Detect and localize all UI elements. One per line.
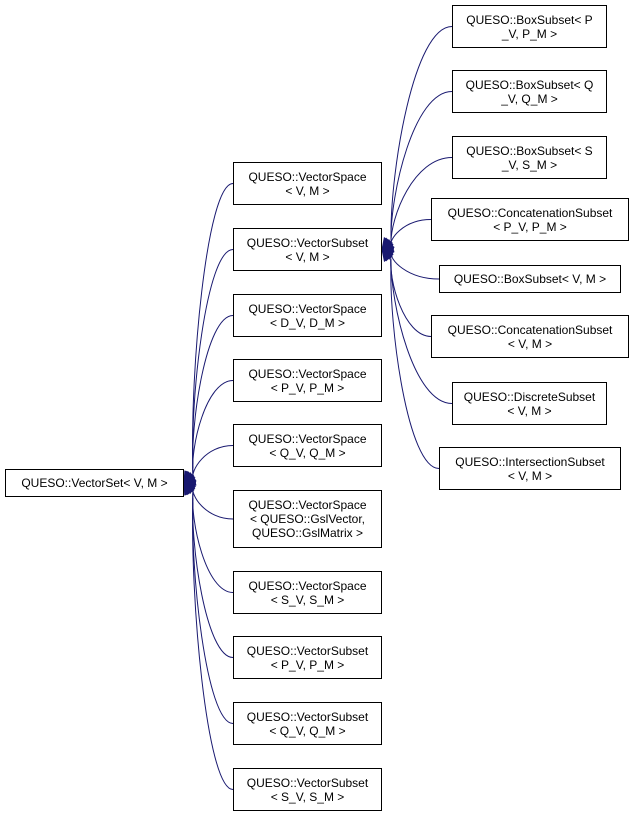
node-boxsubset-qv-qm[interactable]: QUESO::BoxSubset< Q _V, Q_M > xyxy=(452,70,607,113)
edge-box_q-to-vsub_v_m xyxy=(390,91,453,240)
edge-vs_gsl-to-vectorset xyxy=(192,485,234,520)
node-vectorspace-sv-sm[interactable]: QUESO::VectorSpace < S_V, S_M > xyxy=(233,571,382,614)
node-concatenationsubset-v-m[interactable]: QUESO::ConcatenationSubset < V, M > xyxy=(431,315,629,358)
node-vectorset: QUESO::VectorSet< V, M > xyxy=(5,469,184,497)
node-vectorspace-dv-dm-label: QUESO::VectorSpace < D_V, D_M > xyxy=(248,301,367,330)
node-vectorsubset-qv-qm[interactable]: QUESO::VectorSubset < Q_V, Q_M > xyxy=(233,702,382,745)
node-vectorspace-v-m[interactable]: QUESO::VectorSpace < V, M > xyxy=(233,162,382,205)
node-vectorset-label: QUESO::VectorSet< V, M > xyxy=(21,476,168,490)
node-boxsubset-sv-sm-label: QUESO::BoxSubset< S _V, S_M > xyxy=(466,143,593,172)
edge-box_vm-to-vsub_v_m xyxy=(390,251,440,280)
edge-inter_vm-to-vsub_v_m xyxy=(390,263,440,469)
edge-box_p-to-vsub_v_m xyxy=(390,26,453,236)
node-vectorsubset-pv-pm[interactable]: QUESO::VectorSubset < P_V, P_M > xyxy=(233,636,382,679)
arrowhead-vsub_sv_sm-to-vectorset xyxy=(183,481,194,496)
node-boxsubset-v-m-label: QUESO::BoxSubset< V, M > xyxy=(453,272,607,286)
node-discretesubset-v-m[interactable]: QUESO::DiscreteSubset < V, M > xyxy=(452,382,607,425)
node-vectorsubset-sv-sm-label: QUESO::VectorSubset < S_V, S_M > xyxy=(246,775,369,804)
node-vectorsubset-sv-sm[interactable]: QUESO::VectorSubset < S_V, S_M > xyxy=(233,768,382,811)
node-intersectionsubset-v-m[interactable]: QUESO::IntersectionSubset < V, M > xyxy=(439,447,621,490)
edge-vs_qv_qm-to-vectorset xyxy=(192,445,234,481)
node-vectorsubset-qv-qm-label: QUESO::VectorSubset < Q_V, Q_M > xyxy=(246,709,369,738)
node-boxsubset-sv-sm[interactable]: QUESO::BoxSubset< S _V, S_M > xyxy=(452,136,607,179)
node-vectorspace-qv-qm-label: QUESO::VectorSpace < Q_V, Q_M > xyxy=(248,431,367,460)
node-vectorspace-sv-sm-label: QUESO::VectorSpace < S_V, S_M > xyxy=(248,578,367,607)
edge-vs_v_m-to-vectorset xyxy=(192,183,234,465)
edge-vsub_sv_sm-to-vectorset xyxy=(192,502,234,790)
node-concatenationsubset-pv-pm-label: QUESO::ConcatenationSubset < P_V, P_M > xyxy=(447,205,613,234)
node-vectorspace-pv-pm-label: QUESO::VectorSpace < P_V, P_M > xyxy=(248,366,367,395)
node-intersectionsubset-v-m-label: QUESO::IntersectionSubset < V, M > xyxy=(455,454,605,483)
node-vectorspace-gsl-label: QUESO::VectorSpace < QUESO::GslVector, Q… xyxy=(248,498,367,540)
node-vectorspace-pv-pm[interactable]: QUESO::VectorSpace < P_V, P_M > xyxy=(233,359,382,402)
node-concatenationsubset-v-m-label: QUESO::ConcatenationSubset < V, M > xyxy=(447,322,613,351)
edge-vsub_qv_qm-to-vectorset xyxy=(192,498,234,724)
edge-concat_vm-to-vsub_v_m xyxy=(390,254,432,337)
edge-box_s-to-vsub_v_m xyxy=(390,157,453,244)
node-vectorspace-v-m-label: QUESO::VectorSpace < V, M > xyxy=(248,169,367,198)
node-boxsubset-qv-qm-label: QUESO::BoxSubset< Q _V, Q_M > xyxy=(465,77,594,106)
node-vectorspace-dv-dm[interactable]: QUESO::VectorSpace < D_V, D_M > xyxy=(233,294,382,337)
node-vectorsubset-pv-pm-label: QUESO::VectorSubset < P_V, P_M > xyxy=(246,643,369,672)
edge-vsub_v_m-to-vectorset xyxy=(192,249,234,469)
node-boxsubset-v-m[interactable]: QUESO::BoxSubset< V, M > xyxy=(439,265,621,293)
node-boxsubset-pv-pm[interactable]: QUESO::BoxSubset< P _V, P_M > xyxy=(452,5,607,48)
edge-concat_p-to-vsub_v_m xyxy=(390,219,432,248)
node-vectorspace-gsl[interactable]: QUESO::VectorSpace < QUESO::GslVector, Q… xyxy=(233,490,382,548)
node-discretesubset-v-m-label: QUESO::DiscreteSubset < V, M > xyxy=(463,389,596,418)
node-vectorspace-qv-qm[interactable]: QUESO::VectorSpace < Q_V, Q_M > xyxy=(233,424,382,467)
edge-vs_pv_pm-to-vectorset xyxy=(192,380,234,477)
node-vectorsubset-v-m[interactable]: QUESO::VectorSubset < V, M > xyxy=(233,228,382,271)
node-concatenationsubset-pv-pm[interactable]: QUESO::ConcatenationSubset < P_V, P_M > xyxy=(431,198,629,241)
node-boxsubset-pv-pm-label: QUESO::BoxSubset< P _V, P_M > xyxy=(466,12,593,41)
edge-vs_dv_dm-to-vectorset xyxy=(192,315,234,473)
edge-discrete_vm-to-vsub_v_m xyxy=(390,259,453,404)
arrowhead-inter_vm-to-vsub_v_m xyxy=(381,248,393,262)
node-vectorsubset-v-m-label: QUESO::VectorSubset < V, M > xyxy=(246,235,369,264)
